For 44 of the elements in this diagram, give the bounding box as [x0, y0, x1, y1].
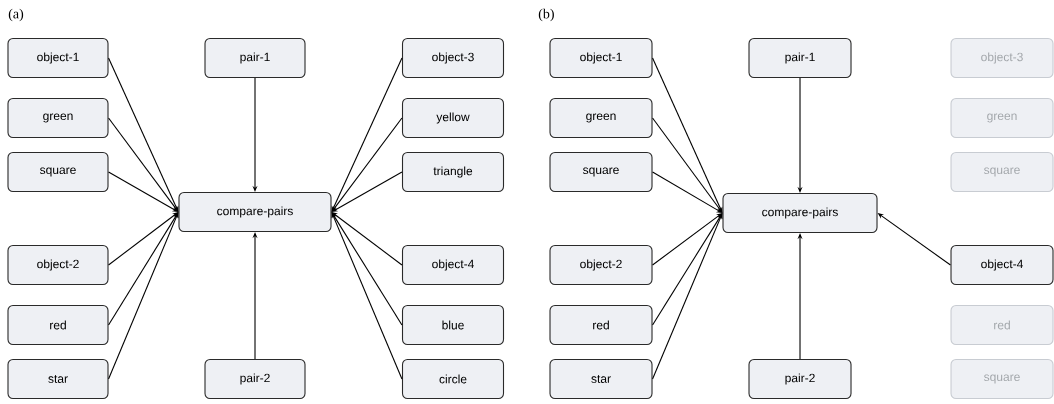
arrow	[331, 212, 403, 380]
arrow	[108, 212, 179, 326]
process-box: object-4	[401, 244, 505, 286]
process-box: star	[549, 358, 653, 400]
process-box: object-4	[950, 244, 1054, 286]
process-box: pair-1	[748, 37, 852, 79]
arrow	[108, 57, 179, 212]
process-box: red	[950, 304, 1054, 346]
process-box: star	[7, 358, 109, 400]
arrow	[652, 213, 723, 326]
arrow	[108, 117, 179, 212]
process-box: pair-1	[204, 37, 306, 79]
arrow	[331, 212, 403, 326]
process-box: object-1	[549, 37, 653, 79]
process-box: blue	[401, 304, 505, 346]
process-box: object-3	[401, 37, 505, 79]
arrow	[331, 117, 403, 212]
process-box: triangle	[401, 151, 505, 193]
process-box: square	[950, 358, 1054, 400]
process-box: object-1	[7, 37, 109, 79]
process-box: yellow	[401, 97, 505, 139]
process-box: green	[7, 97, 109, 139]
process-box: compare-pairs	[178, 191, 332, 233]
process-box: green	[549, 97, 653, 139]
process-box: square	[7, 151, 109, 193]
arrow	[652, 57, 723, 213]
arrow	[108, 212, 179, 380]
process-box: compare-pairs	[722, 192, 878, 234]
process-box: red	[7, 304, 109, 346]
process-box: square	[549, 151, 653, 193]
panel-label: (a)	[8, 8, 24, 22]
process-box: circle	[401, 358, 505, 400]
process-box: object-2	[7, 244, 109, 286]
arrow	[331, 57, 403, 212]
process-box: object-3	[950, 37, 1054, 79]
process-box: green	[950, 97, 1054, 139]
arrow	[652, 213, 723, 380]
process-box: pair-2	[748, 358, 852, 400]
process-box: pair-2	[204, 358, 306, 400]
panel-label: (b)	[538, 8, 554, 22]
process-box: square	[950, 151, 1054, 193]
arrow	[652, 117, 723, 213]
process-box: red	[549, 304, 653, 346]
process-box: object-2	[549, 244, 653, 286]
